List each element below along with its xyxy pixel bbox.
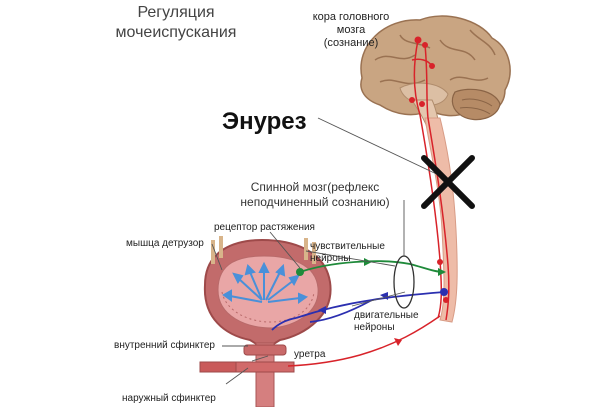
stretch-receptor-label: рецептор растяжения [214, 222, 315, 233]
cortex-label-line-2: мозга [336, 24, 366, 36]
enuresis-label: Энурез [222, 108, 307, 135]
external-sphincter-label: наружный сфинктер [122, 393, 216, 404]
spinal-cord-label: Спинной мозг(рефлекс неподчиненный созна… [226, 180, 404, 210]
pressure-arrows [222, 261, 309, 304]
cortex-label: кора головного мозга (сознание) [296, 11, 406, 50]
motor-label-line-1: двигательные [354, 310, 419, 321]
cortex-label-line-3: (сознание) [323, 37, 379, 49]
somatic-arrow [394, 338, 402, 346]
motor-neurons-label: двигательные нейроны [354, 310, 419, 334]
title-line-2: мочеиспускания [115, 24, 237, 41]
block-x-icon [421, 155, 475, 209]
sensory-label-line-2: нейроны [310, 253, 351, 264]
urethra-label: уретра [294, 349, 326, 360]
motor-label-line-2: нейроны [354, 322, 395, 333]
spinal-label-line-2: неподчиненный сознанию) [240, 195, 390, 209]
internal-sphincter-label: внутренний сфинктер [114, 340, 215, 351]
neuron-dots [409, 36, 449, 303]
cortex-label-line-1: кора головного [312, 11, 390, 23]
sensory-label-line-1: чувствительные [310, 241, 385, 252]
sensory-neurons-label: чувствительные нейроны [310, 241, 385, 265]
title-line-1: Регуляция [137, 4, 215, 21]
diagram-title: Регуляция мочеиспускания [112, 3, 240, 43]
leader-lines [211, 117, 446, 385]
somatic-pathway [287, 315, 441, 367]
spinal-label-line-1: Спинной мозг(рефлекс [250, 180, 380, 194]
urethra [199, 342, 295, 407]
motor-arrows [318, 288, 448, 314]
sensory-neuron [296, 258, 446, 276]
motor-neurons [271, 291, 445, 331]
receptor-pins [211, 236, 316, 264]
detrusor-label: мышца детрузор [126, 238, 204, 249]
